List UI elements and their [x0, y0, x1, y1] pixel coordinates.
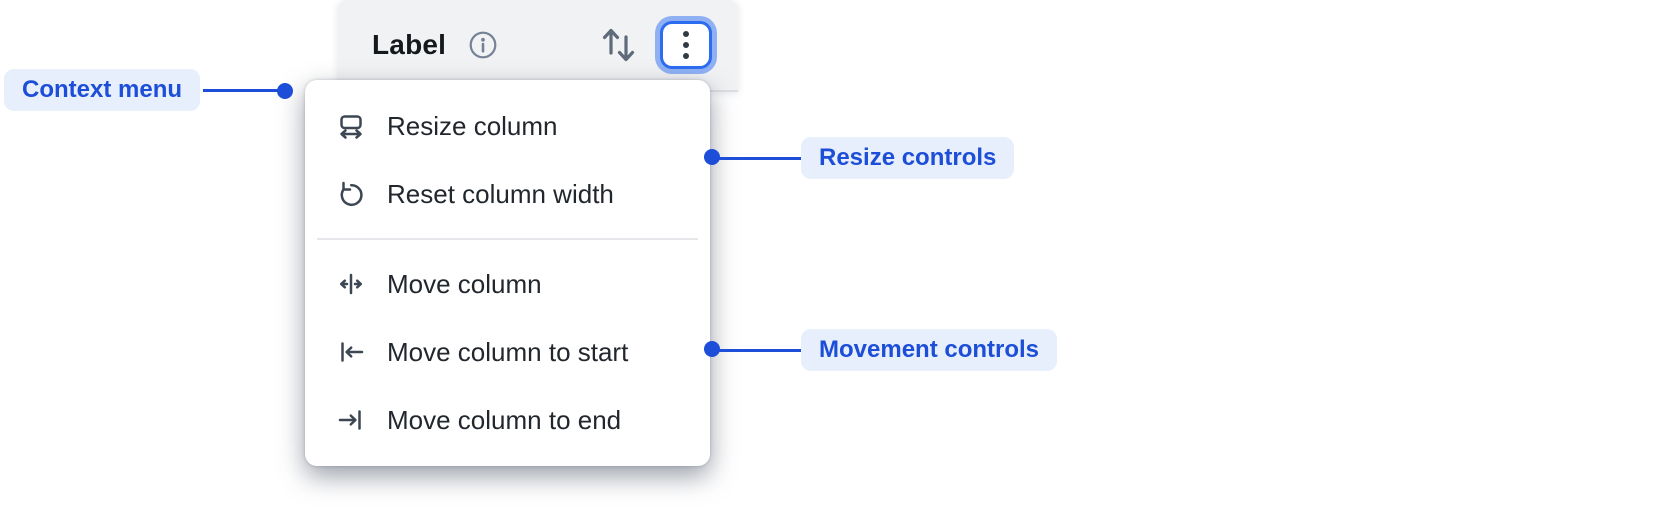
menu-item-label: Move column to end [387, 404, 622, 435]
menu-item-move-column-to-start[interactable]: Move column to start [305, 318, 710, 386]
move-column-icon [335, 268, 367, 300]
annotation-resize-controls: Resize controls [801, 137, 1015, 179]
annotation-connector-dot [704, 341, 720, 357]
reset-column-width-icon [335, 178, 367, 210]
more-dot [683, 31, 689, 37]
menu-item-resize-column[interactable]: Resize column [305, 92, 710, 160]
move-column-to-end-icon [335, 404, 367, 436]
info-icon[interactable] [468, 30, 498, 60]
annotation-connector-dot [704, 149, 720, 165]
sort-arrows-icon[interactable] [600, 23, 638, 67]
annotation-context-menu: Context menu [4, 69, 201, 111]
column-header: Label [338, 0, 738, 92]
menu-item-label: Resize column [387, 110, 558, 141]
annotation-connector-dot [277, 83, 293, 99]
menu-item-label: Move column to start [387, 336, 629, 367]
more-dot [683, 42, 689, 48]
menu-item-reset-column-width[interactable]: Reset column width [305, 160, 710, 228]
menu-item-label: Move column [387, 268, 542, 299]
menu-item-move-column[interactable]: Move column [305, 250, 710, 318]
menu-divider [317, 238, 698, 240]
menu-item-move-column-to-end[interactable]: Move column to end [305, 386, 710, 454]
annotation-movement-controls: Movement controls [801, 329, 1058, 371]
column-title: Label [372, 29, 447, 60]
more-vertical-button[interactable] [660, 21, 712, 69]
context-menu: Resize column Reset column width [305, 80, 710, 466]
annotation-connector-line [203, 89, 283, 92]
resize-column-icon [335, 110, 367, 142]
menu-item-label: Reset column width [387, 178, 614, 209]
more-dot [683, 53, 689, 59]
annotation-connector-line [716, 157, 801, 160]
move-column-to-start-icon [335, 336, 367, 368]
annotation-connector-line [716, 349, 801, 352]
